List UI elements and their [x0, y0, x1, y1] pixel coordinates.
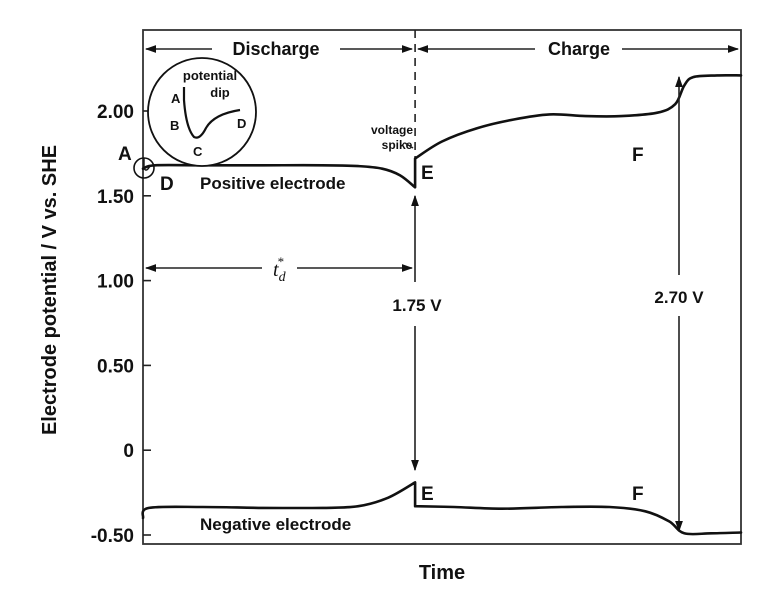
positive-electrode-label: Positive electrode	[200, 174, 346, 193]
y-tick-label: 0	[123, 441, 134, 462]
negative-electrode-label: Negative electrode	[200, 515, 351, 534]
point-label-a: A	[118, 144, 132, 165]
plot-frame	[142, 29, 742, 545]
positive-electrode-curve	[141, 73, 743, 189]
inset-title-line1: potential	[183, 68, 237, 83]
potential-dip-inset: potential dip A B C D	[147, 57, 257, 167]
inset-label-b: B	[170, 118, 179, 133]
point-label-f-positive: F	[632, 145, 644, 166]
discharge-label: Discharge	[232, 39, 319, 59]
x-axis-title: Time	[419, 562, 465, 584]
cell-voltage-2-70-label: 2.70 V	[654, 288, 704, 307]
charge-label: Charge	[548, 39, 610, 59]
y-tick-label: 1.50	[97, 187, 134, 208]
inset-label-c: C	[193, 144, 203, 159]
y-axis-title: Electrode potential / V vs. SHE	[39, 145, 61, 435]
y-axis: 2.00 1.50 1.00 0.50 0 -0.50	[91, 102, 151, 547]
inset-title-line2: dip	[210, 85, 230, 100]
voltage-spike-leader	[404, 142, 414, 149]
inset-label-a: A	[171, 91, 181, 106]
inset-circle	[147, 57, 257, 167]
point-label-f-negative: F	[632, 484, 644, 505]
cell-voltage-1-75-label: 1.75 V	[392, 296, 442, 315]
negative-electrode-curve	[141, 481, 743, 536]
voltage-spike-label-line1: voltage	[371, 123, 413, 137]
point-a-marker-dip	[143, 158, 151, 171]
point-label-e-positive: E	[421, 163, 434, 184]
voltage-spike-label-line2: spike	[382, 138, 413, 152]
td-label: td*	[273, 254, 287, 285]
y-tick-label: -0.50	[91, 526, 134, 547]
td-label-base: t	[273, 259, 279, 281]
y-tick-label: 1.00	[97, 272, 134, 293]
td-label-sub: d	[279, 270, 287, 285]
inset-label-d: D	[237, 116, 246, 131]
td-label-sup: *	[278, 254, 285, 269]
y-tick-label: 0.50	[97, 356, 134, 377]
point-label-e-negative: E	[421, 484, 434, 505]
point-label-d: D	[160, 174, 174, 195]
inset-dip-curve	[182, 87, 241, 139]
y-tick-label: 2.00	[97, 102, 134, 123]
